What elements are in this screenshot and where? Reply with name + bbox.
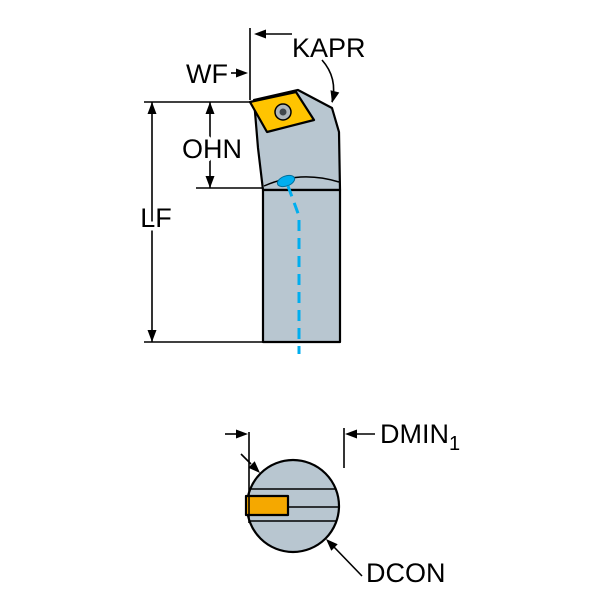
ohn-arrow-bottom [205, 176, 215, 188]
coolant-channel-line [286, 185, 301, 354]
end-view-dimensions: DMIN1 DCON [225, 416, 464, 592]
wf-label: WF [186, 59, 228, 89]
side-view [248, 88, 342, 354]
end-view [244, 432, 341, 554]
ohn-arrow-top [205, 102, 215, 114]
dcon-arrow-line-lower [333, 546, 363, 577]
dmin-label: DMIN1 [380, 419, 460, 455]
lf-arrow-top [147, 102, 157, 114]
dcon-arrow-line-upper [240, 453, 252, 465]
side-view-dimensions: KAPR WF OHN LF [137, 28, 369, 343]
dcon-arrow-lower [326, 539, 338, 551]
dmin-arrow-left [236, 429, 248, 439]
lf-label: LF [140, 203, 172, 233]
head-shank-junction-line [263, 176, 340, 187]
ohn-label: OHN [182, 134, 242, 164]
end-view-insert [244, 494, 290, 517]
dmin-arrow-right [345, 429, 357, 439]
tool-shank [261, 188, 342, 344]
kapr-arrow [254, 29, 266, 39]
coolant-outlet-icon [276, 174, 296, 188]
kapr-arc-arrow [330, 90, 340, 103]
dcon-arrow-upper [248, 461, 260, 473]
insert-screw-torx [279, 108, 287, 116]
lf-arrow-bottom [147, 330, 157, 342]
wf-arrow [236, 68, 248, 78]
kapr-label: KAPR [292, 33, 366, 63]
dcon-label: DCON [366, 558, 446, 588]
